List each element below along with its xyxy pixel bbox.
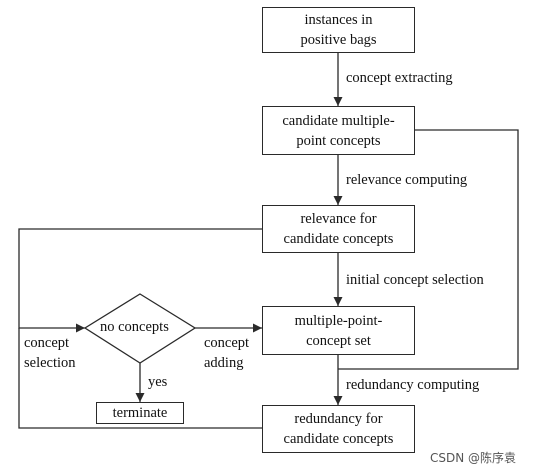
label-concept-selection-line2: selection (24, 355, 76, 371)
label-concept-adding-line1: concept (204, 335, 250, 351)
label-redundancy-computing: redundancy computing (346, 377, 480, 393)
node-concept-set-line2: concept set (306, 332, 371, 349)
edge-redundancy-to-decision (18, 328, 262, 429)
node-instances-line1: instances in (304, 12, 373, 28)
node-relevance-line2: candidate concepts (283, 231, 394, 247)
decision-label: no concepts (100, 319, 169, 335)
node-terminate: terminate (96, 402, 184, 424)
decision-diamond (83, 293, 197, 364)
node-terminate-label: terminate (112, 405, 168, 421)
node-candidate-line2: point concepts (296, 132, 381, 149)
node-redundancy-line2: candidate concepts (283, 431, 394, 447)
node-relevance-line1: relevance for (300, 211, 377, 227)
node-instances-line2: positive bags (300, 32, 377, 48)
label-concept-adding: concept adding (204, 333, 249, 373)
node-concept-set-line1: multiple-point- (294, 312, 383, 329)
node-candidate-line1: candidate multiple- (282, 112, 395, 129)
node-relevance: relevance for candidate concepts (262, 205, 415, 253)
label-initial-selection: initial concept selection (346, 272, 484, 288)
watermark: CSDN @陈序袁 (430, 451, 517, 465)
node-redundancy-line1: redundancy for (294, 411, 383, 427)
label-concept-adding-line2: adding (204, 355, 244, 371)
edge-candidate-to-redundancy (338, 129, 519, 370)
edge-relevance-to-decision (18, 228, 262, 333)
label-concept-extracting: concept extracting (346, 70, 453, 86)
label-concept-selection-line1: concept (24, 335, 70, 351)
label-yes: yes (148, 374, 168, 390)
label-concept-selection: concept selection (24, 333, 76, 373)
label-relevance-computing: relevance computing (346, 172, 468, 188)
node-concept-set: multiple-point- concept set (262, 306, 415, 355)
node-instances: instances in positive bags (262, 7, 415, 53)
node-redundancy: redundancy for candidate concepts (262, 405, 415, 453)
node-candidate-concepts: candidate multiple- point concepts (262, 106, 415, 155)
